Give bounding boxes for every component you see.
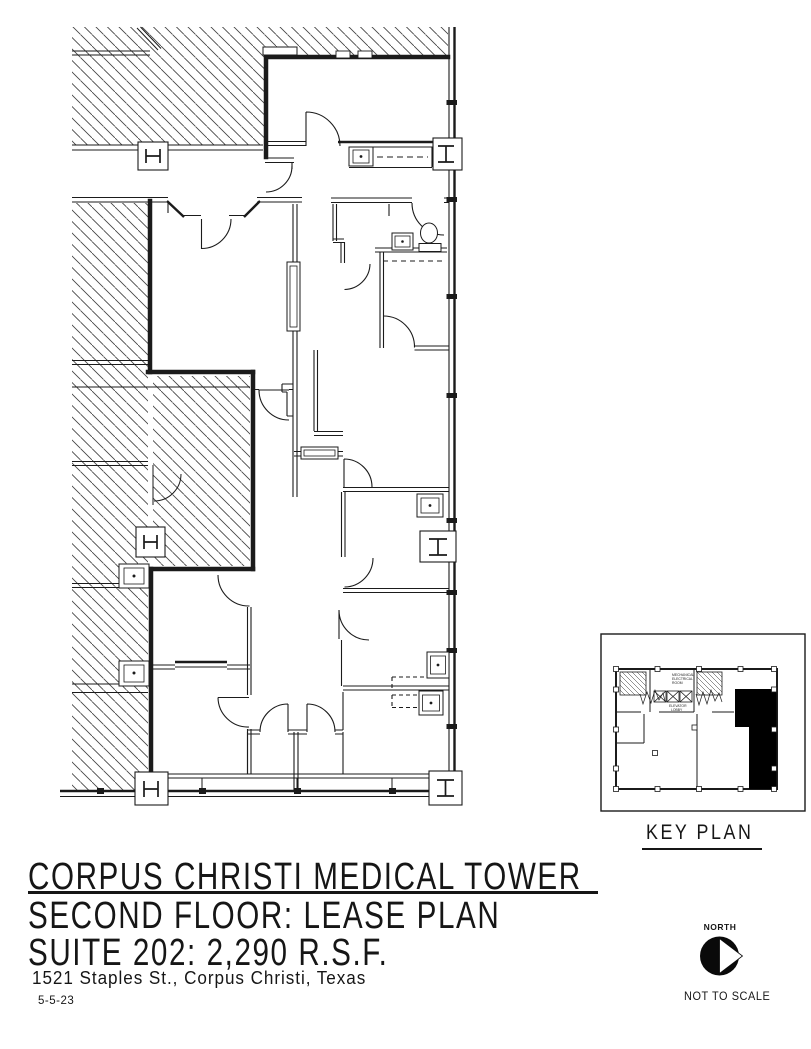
sink-icon [416,493,444,518]
column-i-icon [428,770,463,806]
sink-icon [348,146,374,167]
svg-text:ROOM: ROOM [672,681,683,685]
svg-text:MECHANICAL: MECHANICAL [672,673,694,677]
not-to-scale-label: NOT TO SCALE [684,991,771,1003]
suite-202-highlight [735,689,777,789]
key-plan-inset: MECHANICAL ELECTRICAL ROOM ELEVATOR LOBB… [600,633,806,812]
toilet-icon [418,222,442,252]
address-line: 1521 Staples St., Corpus Christi, Texas [32,968,367,988]
column-symbols [134,137,463,806]
plan-title: SECOND FLOOR: LEASE PLAN [28,895,501,937]
cabinet-icon [118,563,150,589]
svg-text:ELEVATOR: ELEVATOR [669,704,687,708]
sink-icon [418,690,444,716]
north-label: NORTH [703,922,737,932]
date-stamp: 5-5-23 [38,995,75,1007]
cabinet-icon [118,660,150,687]
svg-text:ELECTRICAL: ELECTRICAL [672,677,693,681]
keyplan-tiny-labels: MECHANICAL ELECTRICAL ROOM ELEVATOR LOBB… [669,673,694,712]
column-h-icon [137,141,169,171]
relite-window [286,261,301,332]
fixtures [118,46,450,716]
suite-area-line: SUITE 202: 2,290 R.S.F. [28,932,389,974]
mullion-ticks [97,100,457,794]
sink-icon [426,651,450,679]
svg-text:LOBBY: LOBBY [671,708,683,712]
title-underline [28,891,598,894]
transaction-window [300,446,339,460]
north-arrow-icon [700,936,744,976]
column-h-icon [135,526,166,558]
keyplan-columns [613,666,777,792]
neighbor-partition-walls [72,26,250,693]
column-h-icon [134,771,169,806]
key-plan-label: KEY PLAN [646,821,754,844]
key-plan-underline [642,848,762,850]
column-i-icon [432,137,463,171]
elevator-icons [653,690,693,703]
suite-boundary-walls [145,54,451,779]
door-swings [200,111,445,733]
lavatory-icon [391,232,414,251]
column-i-icon [419,530,457,563]
